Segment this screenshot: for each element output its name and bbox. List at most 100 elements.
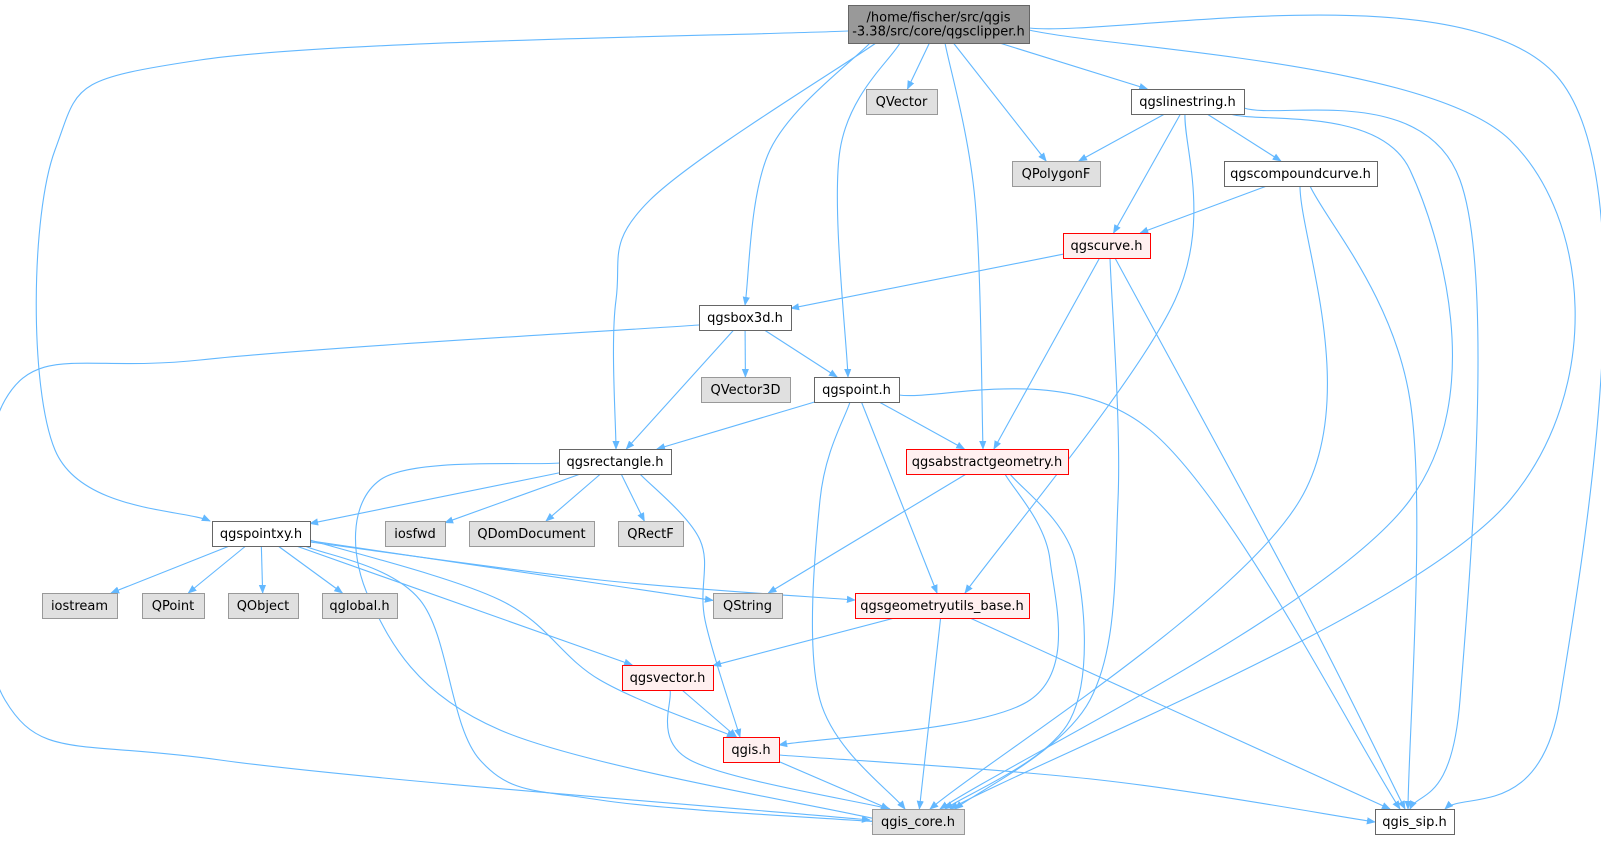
node-label-qgis_core: qgis_core.h bbox=[881, 815, 955, 830]
node-box-qgis_core bbox=[872, 809, 965, 835]
edge-qgis-to-qgis_core bbox=[778, 761, 890, 810]
node-qstring: QString bbox=[713, 593, 783, 619]
node-iostream: iostream bbox=[42, 593, 118, 619]
node-qgscurve[interactable]: qgscurve.h bbox=[1063, 233, 1151, 259]
node-qgspoint[interactable]: qgspoint.h bbox=[814, 377, 900, 403]
edge-qgsvector-to-qgis_core bbox=[666, 689, 891, 811]
edge-root-to-qgis_sip bbox=[1028, 14, 1601, 810]
node-layer: /home/fischer/src/qgis-3.38/src/core/qgs… bbox=[42, 5, 1455, 835]
node-iosfwd: iosfwd bbox=[385, 521, 446, 547]
edge-qgslinestring-to-qpolygonf bbox=[1078, 113, 1165, 162]
node-label-qgscompoundcurve: qgscompoundcurve.h bbox=[1230, 167, 1371, 182]
edge-qgscompoundcurve-to-qgis_core bbox=[929, 185, 1328, 810]
edge-qgsabstractgeometry-to-qgis bbox=[778, 473, 1059, 748]
node-label-qgsrectangle: qgsrectangle.h bbox=[566, 455, 663, 470]
node-label-qvector3d: QVector3D bbox=[711, 383, 781, 398]
edge-qgsgeometryutils_base-to-qgis_core bbox=[916, 617, 942, 810]
edge-qgspointxy-to-qgis bbox=[309, 539, 736, 738]
edge-qgspoint-to-qgsrectangle bbox=[656, 401, 815, 451]
node-label-iostream: iostream bbox=[51, 599, 108, 614]
node-label-qobject: QObject bbox=[237, 599, 290, 614]
node-box-qgsbox3d bbox=[699, 305, 792, 331]
node-label-qgscurve: qgscurve.h bbox=[1070, 239, 1142, 254]
node-label-qgsbox3d: qgsbox3d.h bbox=[707, 311, 783, 326]
node-qobject: QObject bbox=[228, 593, 299, 619]
node-qpoint: QPoint bbox=[142, 593, 205, 619]
edge-qgscurve-to-qgsabstractgeometry bbox=[993, 257, 1101, 450]
node-qgsabstractgeometry[interactable]: qgsabstractgeometry.h bbox=[906, 449, 1069, 475]
node-label-qstring: QString bbox=[723, 599, 772, 614]
node-qgsrectangle[interactable]: qgsrectangle.h bbox=[559, 449, 672, 475]
node-box-qvector bbox=[866, 89, 938, 115]
edge-qgslinestring-to-qgscurve bbox=[1113, 113, 1181, 234]
node-box-qgis_sip bbox=[1375, 809, 1455, 835]
edge-qgsbox3d-to-qgsrectangle bbox=[625, 329, 735, 450]
node-box-qvector3d bbox=[701, 377, 791, 403]
node-box-iostream bbox=[42, 593, 118, 619]
node-qrectf: QRectF bbox=[618, 521, 684, 547]
node-qgis_core: qgis_core.h bbox=[872, 809, 965, 835]
node-box-qrectf bbox=[618, 521, 684, 547]
edge-qgsrectangle-to-qgis_core bbox=[355, 462, 881, 822]
edge-qgsbox3d-to-qgspoint bbox=[764, 329, 838, 378]
node-box-qgis bbox=[723, 737, 780, 763]
node-label-qgis_sip: qgis_sip.h bbox=[1382, 815, 1446, 830]
node-qvector3d: QVector3D bbox=[701, 377, 791, 403]
node-qpolygonf: QPolygonF bbox=[1012, 161, 1101, 187]
edge-root-to-qpolygonf bbox=[953, 42, 1047, 162]
node-qgsgeometryutils_base[interactable]: qgsgeometryutils_base.h bbox=[855, 593, 1030, 619]
edge-layer bbox=[0, 14, 1601, 825]
edge-root-to-qgspointxy bbox=[35, 30, 849, 522]
edge-qgspointxy-to-qstring bbox=[309, 540, 714, 603]
edge-qgsrectangle-to-qgis bbox=[639, 473, 742, 738]
edge-root-to-qgspoint bbox=[836, 42, 901, 378]
edge-qgsbox3d-to-qgis_core bbox=[0, 324, 871, 823]
node-root[interactable]: /home/fischer/src/qgis-3.38/src/core/qgs… bbox=[848, 5, 1030, 44]
edge-qgscurve-to-qgis_sip bbox=[1114, 257, 1406, 810]
node-label-qdomdocument: QDomDocument bbox=[477, 527, 585, 542]
edge-qgsgeometryutils_base-to-qgis_sip bbox=[969, 617, 1391, 810]
node-label-qgsgeometryutils_base: qgsgeometryutils_base.h bbox=[860, 599, 1023, 614]
edge-qgscurve-to-qgsbox3d bbox=[790, 253, 1064, 311]
node-qdomdocument: QDomDocument bbox=[469, 521, 595, 547]
node-qgsvector[interactable]: qgsvector.h bbox=[622, 665, 714, 691]
node-label-qgis: qgis.h bbox=[731, 743, 770, 758]
edge-root-to-qgslinestring bbox=[999, 42, 1149, 91]
edge-qgsabstractgeometry-to-qstring bbox=[767, 473, 967, 594]
edge-qgspointxy-to-iostream bbox=[110, 545, 230, 594]
node-box-qgsvector bbox=[622, 665, 714, 691]
edge-qgsrectangle-to-qrectf bbox=[620, 473, 645, 522]
edge-qgsrectangle-to-iosfwd bbox=[444, 473, 581, 524]
edge-qgsgeometryutils_base-to-qgsvector bbox=[712, 617, 895, 667]
edge-qgspointxy-to-qpoint bbox=[187, 545, 247, 594]
edge-root-to-qgsbox3d bbox=[742, 42, 871, 306]
node-label-qgsabstractgeometry: qgsabstractgeometry.h bbox=[912, 455, 1062, 470]
edge-qgscompoundcurve-to-qgscurve bbox=[1139, 185, 1268, 234]
node-qgspointxy[interactable]: qgspointxy.h bbox=[212, 521, 311, 547]
node-qgis_sip[interactable]: qgis_sip.h bbox=[1375, 809, 1455, 835]
edge-qgspoint-to-qgis_sip bbox=[898, 388, 1401, 810]
node-label-qgslinestring: qgslinestring.h bbox=[1139, 95, 1235, 110]
edge-qgscompoundcurve-to-qgis_sip bbox=[1309, 185, 1418, 810]
node-qgsbox3d[interactable]: qgsbox3d.h bbox=[699, 305, 792, 331]
edge-root-to-qvector bbox=[906, 42, 930, 90]
node-qgslinestring[interactable]: qgslinestring.h bbox=[1131, 89, 1245, 115]
node-box-qgsgeometryutils_base bbox=[855, 593, 1030, 619]
node-label-qgsvector: qgsvector.h bbox=[630, 671, 706, 686]
edge-qgspointxy-to-qobject bbox=[258, 545, 267, 594]
node-label-qgspoint: qgspoint.h bbox=[822, 383, 891, 398]
node-qgis[interactable]: qgis.h bbox=[723, 737, 780, 763]
node-box-root bbox=[848, 5, 1030, 44]
node-box-qobject bbox=[228, 593, 299, 619]
edge-qgslinestring-to-qgis_core bbox=[939, 113, 1454, 810]
node-qgscompoundcurve[interactable]: qgscompoundcurve.h bbox=[1224, 161, 1378, 187]
edge-root-to-qgis_core bbox=[949, 29, 1576, 810]
node-box-qgspoint bbox=[814, 377, 900, 403]
edge-qgslinestring-to-qgsgeometryutils_base bbox=[964, 113, 1195, 594]
edge-qgsabstractgeometry-to-qgis_core bbox=[944, 473, 1085, 810]
edge-qgspoint-to-qgsgeometryutils_base bbox=[860, 401, 938, 594]
node-box-qglobal bbox=[322, 593, 398, 619]
node-qvector: QVector bbox=[866, 89, 938, 115]
node-box-qgscompoundcurve bbox=[1224, 161, 1378, 187]
